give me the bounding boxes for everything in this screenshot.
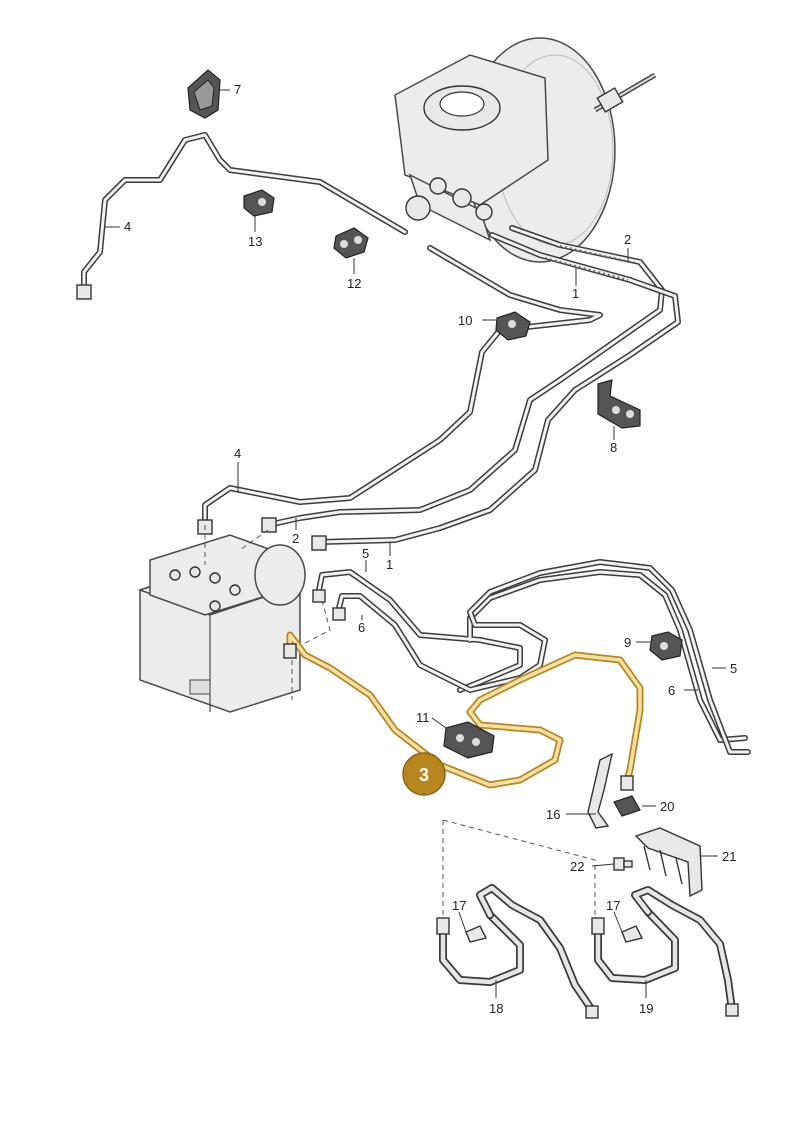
callout-13: 13: [248, 234, 262, 249]
brake-hose-19: [591, 886, 739, 1017]
part-11-clip: [443, 721, 495, 759]
callout-8: 8: [610, 440, 617, 455]
brake-pipe-3-highlighted: [283, 631, 644, 791]
callout-6-right: 6: [668, 683, 675, 698]
callout-6-left: 6: [358, 620, 365, 635]
callout-5-left: 5: [362, 546, 369, 561]
callout-16: 16: [546, 807, 560, 822]
highlight-badge-label: 3: [419, 765, 429, 785]
brake-pipe-6: [332, 559, 751, 755]
part-12-clip: [333, 227, 369, 259]
part-16-bracket: [587, 752, 614, 829]
part-8-clip: [597, 379, 641, 429]
callout-2-upper: 2: [624, 232, 631, 247]
callout-4-lower: 4: [234, 446, 241, 461]
callout-11: 11: [416, 710, 430, 725]
callout-17-left: 17: [452, 898, 466, 913]
part-7-grommet: [187, 69, 221, 119]
part-9-clip: [649, 631, 683, 661]
callout-1-lower: 1: [386, 557, 393, 572]
highlight-badge-3: 3: [402, 752, 446, 796]
callout-9: 9: [624, 635, 631, 650]
part-21-bracket: [634, 827, 703, 898]
part-10-clip: [495, 311, 531, 341]
part-20-clip: [613, 795, 641, 817]
callout-5-right: 5: [730, 661, 737, 676]
part-22-bolt: [613, 857, 633, 871]
callout-7: 7: [234, 82, 241, 97]
callout-19: 19: [639, 1001, 653, 1016]
callout-leaders: [104, 89, 726, 998]
callout-21: 21: [722, 849, 736, 864]
abs-hydraulic-unit: [137, 525, 331, 713]
callout-18: 18: [489, 1001, 503, 1016]
callout-12: 12: [347, 276, 361, 291]
brake-pipe-2: [261, 225, 665, 533]
callout-10: 10: [458, 313, 472, 328]
brake-pipe-1: [311, 232, 681, 551]
brake-pipe-4-upper: [76, 132, 603, 535]
callout-22: 22: [570, 859, 584, 874]
callout-17-right: 17: [606, 898, 620, 913]
brake-pipe-5: [312, 569, 748, 743]
callout-1-upper: 1: [572, 286, 579, 301]
master-cylinder: [394, 54, 549, 242]
callout-2-lower: 2: [292, 531, 299, 546]
part-13-clip: [243, 189, 275, 217]
callout-4-upper: 4: [124, 219, 131, 234]
callout-labels: 7 4 13 12 2 1 10 8 4 2 1 5 6 9 5 6 11 20…: [124, 82, 737, 1016]
callout-20: 20: [660, 799, 674, 814]
brake-hose-18: [436, 819, 599, 1019]
